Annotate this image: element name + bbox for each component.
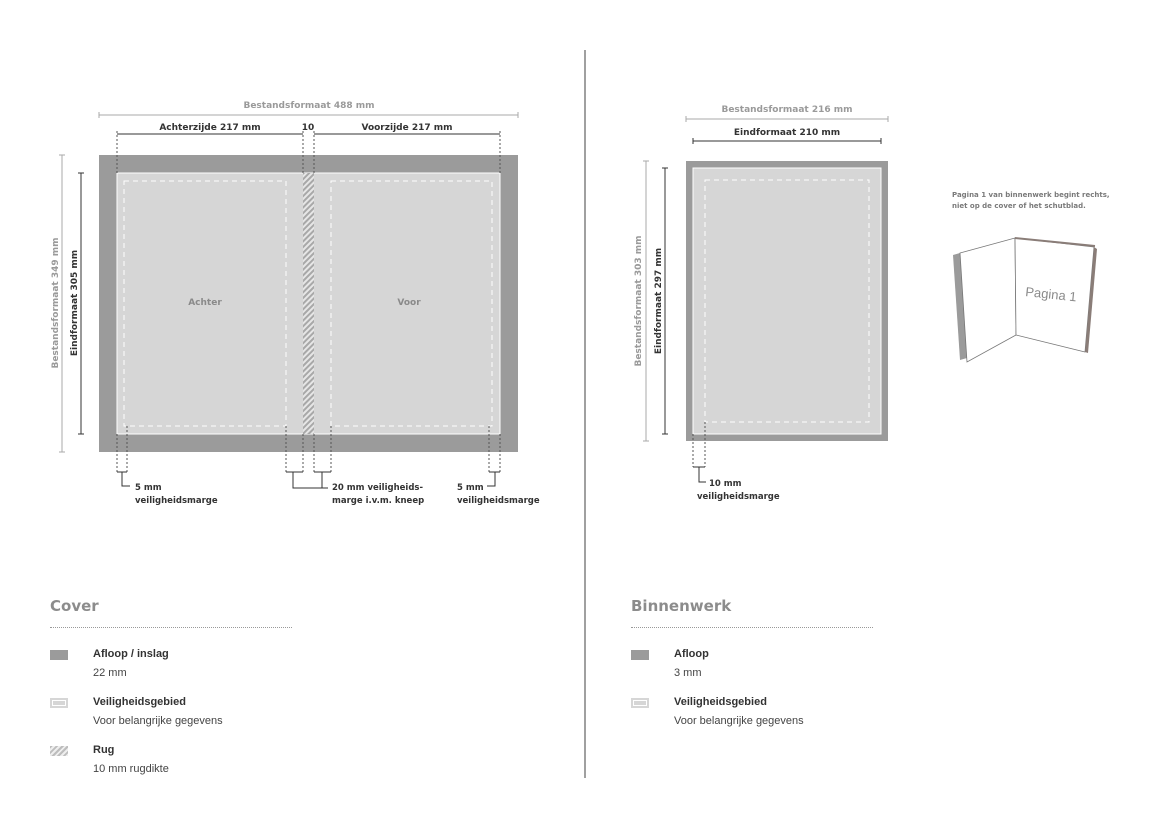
- back-safe-area: [123, 180, 287, 427]
- book-back-cover: [953, 253, 967, 360]
- legend-item-sub: Voor belangrijke gegevens: [93, 715, 223, 727]
- cover-file-height: Bestandsformaat 349 mm: [51, 237, 61, 368]
- legend-cover: Cover Afloop / inslag 22 mm Veiligheidsg…: [50, 597, 310, 775]
- right-margin-value: 5 mm: [457, 483, 484, 493]
- legend-item-sub: Voor belangrijke gegevens: [674, 715, 804, 727]
- cover-spine: [303, 173, 314, 434]
- legend-item-title: Veiligheidsgebied: [674, 696, 767, 708]
- spine-margin-label: marge i.v.m. kneep: [332, 496, 424, 506]
- legend-inner: Binnenwerk Afloop 3 mm Veiligheidsgebied…: [631, 597, 891, 727]
- inner-final-height: Eindformaat 297 mm: [654, 248, 664, 354]
- legend-item-sub: 22 mm: [93, 667, 127, 679]
- spine-margin-value: 20 mm veiligheids-: [332, 483, 423, 493]
- bleed-swatch-icon: [50, 650, 68, 660]
- right-margin-label: veiligheidsmarge: [457, 496, 540, 506]
- legend-divider: [50, 627, 292, 628]
- inner-file-width: Bestandsformaat 216 mm: [721, 105, 852, 115]
- legend-item-title: Rug: [93, 744, 115, 756]
- legend-inner-title: Binnenwerk: [631, 597, 732, 615]
- book-front-edge: [1085, 247, 1097, 353]
- inner-safe-area: [704, 179, 870, 423]
- left-margin-value: 5 mm: [135, 483, 162, 493]
- back-width: Achterzijde 217 mm: [159, 123, 260, 133]
- front-width: Voorzijde 217 mm: [361, 123, 452, 133]
- cover-file-width: Bestandsformaat 488 mm: [243, 101, 374, 111]
- legend-item-title: Afloop / inslag: [93, 648, 169, 660]
- bleed-swatch-icon: [631, 650, 649, 660]
- inner-margin-value: 10 mm: [709, 479, 742, 489]
- legend-divider: [631, 627, 873, 628]
- cover-diagram: Achter Voor Bestandsformaat 488 mm Achte…: [51, 101, 540, 506]
- book-left-page: [959, 237, 1017, 363]
- spine-swatch-icon: [50, 746, 68, 756]
- legend-item-sub: 10 mm rugdikte: [93, 763, 169, 775]
- inner-trim-area: [692, 167, 882, 435]
- legend-item-title: Veiligheidsgebied: [93, 696, 186, 708]
- safe-area-swatch-icon: [631, 698, 649, 708]
- spine-width: 10: [302, 123, 315, 133]
- inner-diagram: Bestandsformaat 216 mm Eindformaat 210 m…: [634, 105, 889, 502]
- cover-final-height: Eindformaat 305 mm: [70, 250, 80, 356]
- book-note-line-1: Pagina 1 van binnenwerk begint rechts,: [952, 191, 1110, 199]
- inner-file-height: Bestandsformaat 303 mm: [634, 235, 644, 366]
- front-safe-area: [330, 180, 493, 427]
- legend-item-title: Afloop: [674, 648, 709, 660]
- book-page-label: Pagina 1: [1025, 284, 1078, 304]
- front-panel-label: Voor: [397, 298, 421, 308]
- inner-final-width: Eindformaat 210 mm: [734, 128, 840, 138]
- legend-item-sub: 3 mm: [674, 667, 702, 679]
- legend-cover-title: Cover: [50, 597, 99, 615]
- book-note-line-2: niet op de cover of het schutblad.: [952, 202, 1086, 210]
- left-margin-label: veiligheidsmarge: [135, 496, 218, 506]
- book-illustration: Pagina 1 van binnenwerk begint rechts, n…: [952, 191, 1110, 363]
- back-panel-label: Achter: [188, 298, 222, 308]
- safe-area-swatch-icon: [50, 698, 68, 708]
- inner-margin-label: veiligheidsmarge: [697, 492, 780, 502]
